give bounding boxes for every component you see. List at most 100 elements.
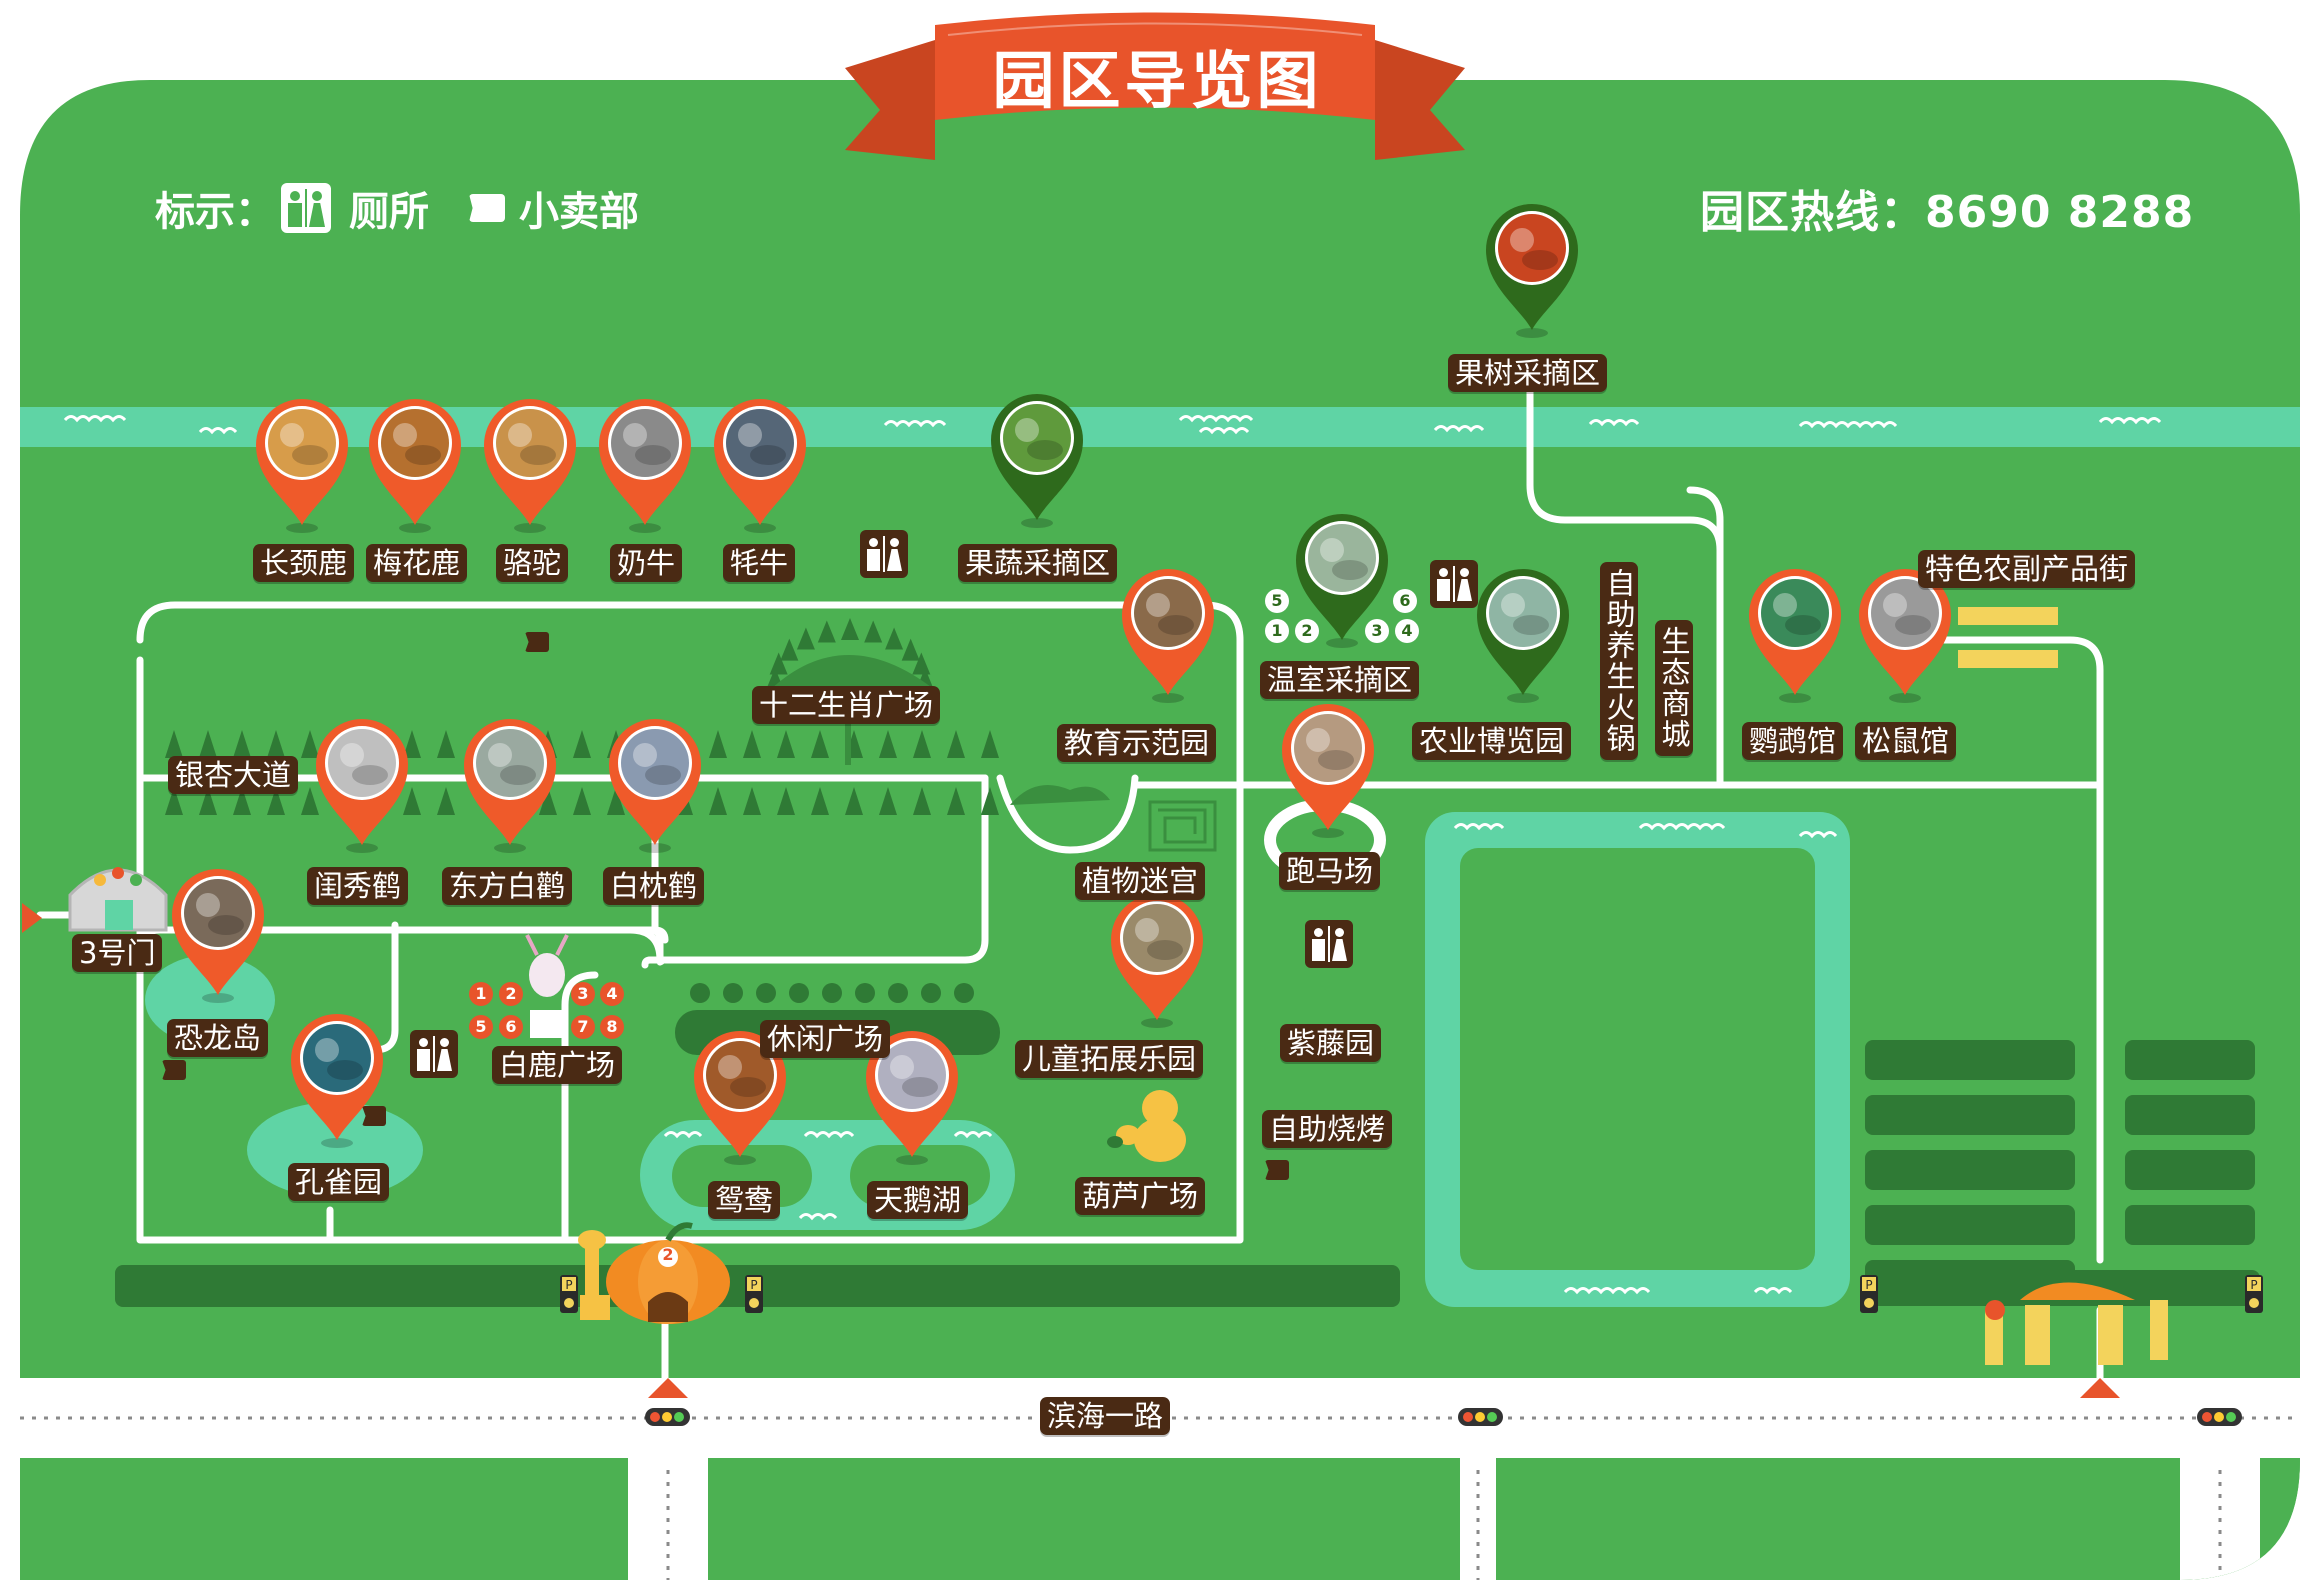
label-fruit-veg-picking[interactable]: 果蔬采摘区 [958, 544, 1118, 582]
label-sika-deer[interactable]: 梅花鹿 [366, 544, 468, 582]
label-plant-maze[interactable]: 植物迷宫 [1075, 862, 1206, 900]
number-badge: 6 [499, 1015, 523, 1039]
gate-2-number: 2 [662, 1245, 674, 1264]
label-mandarin-duck[interactable]: 鸳鸯 [708, 1181, 781, 1219]
parking-sign: P [745, 1275, 763, 1313]
education-pin[interactable] [1122, 569, 1214, 703]
number-badge: 8 [600, 1015, 624, 1039]
leisure-plaza-dots [690, 983, 974, 1003]
page-title: 园区导览图 [992, 44, 1323, 117]
label-white-deer-plaza[interactable]: 白鹿广场 [492, 1046, 623, 1084]
label-yak[interactable]: 牦牛 [723, 544, 796, 582]
label-zodiac-plaza[interactable]: 十二生肖广场 [752, 686, 941, 724]
shop-icon [469, 194, 505, 222]
zodiac-trees [770, 655, 935, 765]
kids-pin[interactable] [1111, 894, 1203, 1028]
number-badge: 4 [600, 982, 624, 1006]
peacock-pin[interactable] [291, 1014, 383, 1148]
fruit-veg-pin[interactable] [991, 394, 1083, 528]
horse-pin[interactable] [1282, 704, 1374, 838]
label-squirrel-hall[interactable]: 松鼠馆 [1855, 722, 1957, 760]
east-gate [1985, 1282, 2168, 1365]
parking-sign: P [2245, 1275, 2263, 1313]
title-banner [845, 12, 1465, 160]
shop-icon[interactable] [362, 1106, 386, 1126]
shop-icon[interactable] [162, 1060, 186, 1080]
cross-road-1 [628, 1458, 708, 1580]
number-badge: 7 [571, 1015, 595, 1039]
orchard-pin[interactable] [1486, 204, 1578, 338]
cross-road-2 [1460, 1458, 1496, 1580]
crane-1-pin[interactable] [316, 719, 408, 853]
toilet-icon[interactable] [1430, 560, 1478, 608]
number-badge: 6 [1393, 589, 1417, 613]
label-self-hotpot[interactable]: 自助养生火锅 [1600, 562, 1638, 760]
crane-3-pin[interactable] [609, 719, 701, 853]
toilet-icon[interactable] [1305, 920, 1353, 968]
label-peacock-garden[interactable]: 孔雀园 [288, 1163, 390, 1201]
gate-3-building [68, 867, 168, 932]
number-badge: 3 [571, 982, 595, 1006]
label-crane-1[interactable]: 闺秀鹤 [307, 867, 409, 905]
label-camel[interactable]: 骆驼 [496, 544, 569, 582]
entrance-arrow-1 [648, 1378, 688, 1398]
label-crane-2[interactable]: 东方白鹳 [442, 867, 573, 905]
label-greenhouse[interactable]: 温室采摘区 [1260, 661, 1420, 699]
number-badge: 5 [1265, 589, 1289, 613]
label-bbq[interactable]: 自助烧烤 [1262, 1110, 1393, 1148]
shop-icon[interactable] [525, 632, 549, 652]
label-leisure-plaza[interactable]: 休闲广场 [760, 1020, 891, 1058]
label-orchard-picking[interactable]: 果树采摘区 [1448, 354, 1608, 392]
swan-pin[interactable] [866, 1031, 958, 1165]
river-waves [63, 415, 2162, 435]
label-gourd-plaza[interactable]: 葫芦广场 [1075, 1177, 1206, 1215]
label-crane-3[interactable]: 白枕鹤 [603, 867, 705, 905]
squirrel-pin[interactable] [1859, 569, 1951, 703]
cow-pin[interactable] [599, 399, 691, 533]
label-eco-mall[interactable]: 生态商城 [1655, 620, 1693, 756]
label-parrot-hall[interactable]: 鹦鹉馆 [1742, 722, 1844, 760]
label-wisteria[interactable]: 紫藤园 [1280, 1024, 1382, 1062]
label-education-park[interactable]: 教育示范园 [1057, 724, 1217, 762]
number-badge: 5 [469, 1015, 493, 1039]
number-badge: 4 [1395, 619, 1419, 643]
giraffe-pin[interactable] [256, 399, 348, 533]
crane-2-pin[interactable] [464, 719, 556, 853]
entrance-arrow-3 [22, 903, 42, 933]
camel-pin[interactable] [484, 399, 576, 533]
label-road: 滨海一路 [1040, 1397, 1171, 1435]
label-cow[interactable]: 奶牛 [610, 544, 683, 582]
label-gate-3[interactable]: 3号门 [72, 934, 163, 972]
number-badge: 1 [469, 982, 493, 1006]
label-swan-lake[interactable]: 天鹅湖 [867, 1181, 969, 1219]
toilet-icon[interactable] [860, 530, 908, 578]
sika-deer-pin[interactable] [369, 399, 461, 533]
agri-expo-pin[interactable] [1477, 569, 1569, 703]
legend-prefix: 标示： [155, 189, 275, 235]
traffic-light-3 [2197, 1408, 2242, 1426]
maze-icon [1148, 800, 1217, 852]
label-specialty-street[interactable]: 特色农副产品街 [1918, 550, 2136, 588]
dinosaur-pin[interactable] [172, 869, 264, 1003]
label-giraffe[interactable]: 长颈鹿 [253, 544, 355, 582]
traffic-light-1 [645, 1408, 690, 1426]
legend-shop-label: 小卖部 [519, 189, 639, 235]
parrot-pin[interactable] [1749, 569, 1841, 703]
yak-pin[interactable] [714, 399, 806, 533]
white-deer-statue [525, 934, 569, 1038]
svg-text:P: P [2250, 1278, 2257, 1292]
label-agri-expo[interactable]: 农业博览园 [1412, 722, 1572, 760]
label-ginkgo-avenue[interactable]: 银杏大道 [168, 756, 299, 794]
shop-icon[interactable] [1265, 1160, 1289, 1180]
greenhouse-pin[interactable] [1296, 514, 1388, 648]
label-kids-park[interactable]: 儿童拓展乐园 [1015, 1040, 1204, 1078]
mandarin-pin[interactable] [694, 1031, 786, 1165]
label-horse-track[interactable]: 跑马场 [1279, 852, 1381, 890]
label-dinosaur-island[interactable]: 恐龙岛 [167, 1019, 269, 1057]
number-badge: 1 [1265, 619, 1289, 643]
toilet-icon[interactable] [410, 1030, 458, 1078]
stall-2 [1958, 650, 2058, 668]
